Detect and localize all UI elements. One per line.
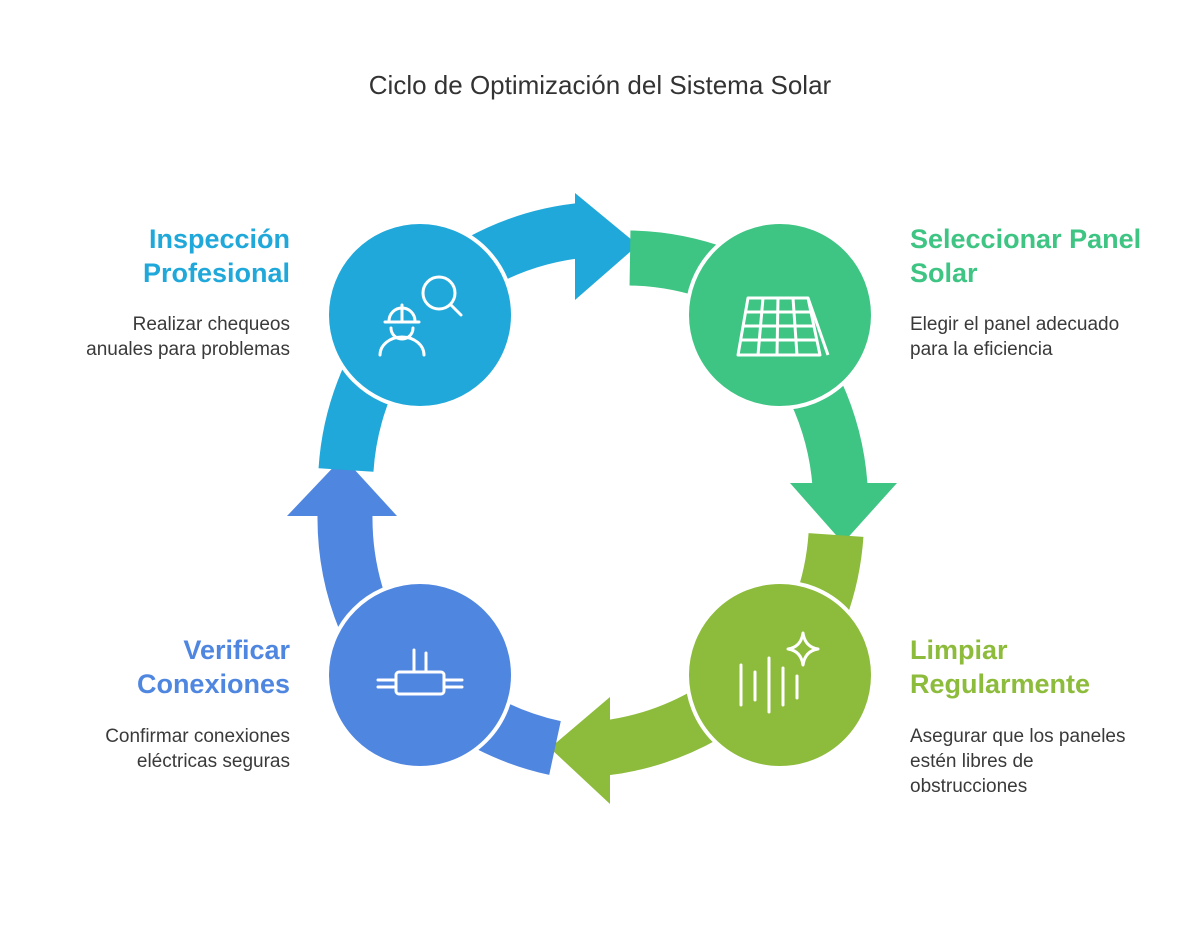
- step-heading: Limpiar Regularmente: [910, 635, 1091, 699]
- arrowhead-clean-to-verify: [550, 697, 610, 804]
- diagram-title: Ciclo de Optimización del Sistema Solar: [368, 70, 832, 100]
- step-heading: Seleccionar Panel Solar: [910, 224, 1142, 288]
- step-heading: Inspección Profesional: [142, 224, 290, 288]
- step-description: Realizar chequeos anuales para problemas: [86, 314, 290, 360]
- arc-select-to-clean-2: [789, 378, 868, 488]
- arc-inspection-to-select: [466, 202, 589, 287]
- node-select-panel: [685, 220, 875, 410]
- step-heading: Verificar Conexiones: [136, 635, 290, 699]
- connector-icon: [376, 648, 464, 696]
- node-inspection: [325, 220, 515, 410]
- arc-verify-to-inspection: [477, 700, 562, 775]
- step-description: Asegurar que los paneles estén libres de…: [910, 726, 1126, 797]
- arrowhead-verify-to-inspection: [287, 457, 397, 516]
- step-verify-label: Verificar Conexiones Confirmar conexione…: [10, 633, 290, 774]
- node-clean: [685, 580, 875, 770]
- arc-clean-to-verify-2: [601, 690, 719, 776]
- step-description: Confirmar conexiones eléctricas seguras: [105, 726, 290, 772]
- arrowhead-select-to-clean: [790, 483, 897, 543]
- step-description: Elegir el panel adecuado para la eficien…: [910, 314, 1120, 360]
- node-verify: [325, 580, 515, 770]
- step-inspection-label: Inspección Profesional Realizar chequeos…: [10, 222, 290, 362]
- inspector-icon: [378, 275, 463, 357]
- solar-panel-icon: [736, 296, 830, 357]
- sparkle-clean-icon: [739, 631, 820, 714]
- step-clean-label: Limpiar Regularmente Asegurar que los pa…: [910, 633, 1190, 799]
- arrowhead-inspection-to-select: [575, 193, 638, 300]
- step-select-panel-label: Seleccionar Panel Solar Elegir el panel …: [910, 222, 1190, 362]
